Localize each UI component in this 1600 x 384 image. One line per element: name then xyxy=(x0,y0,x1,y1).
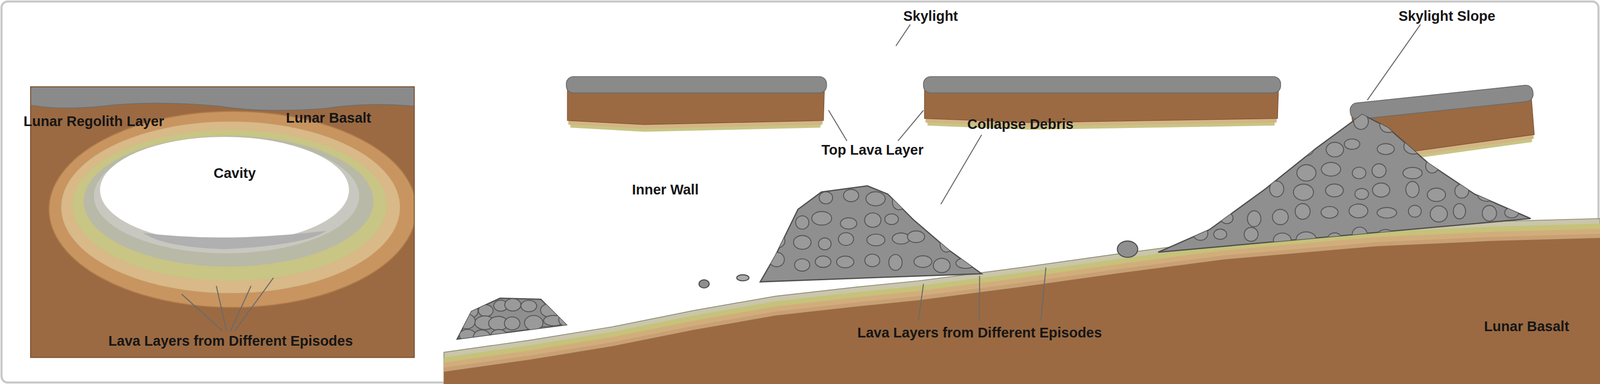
boulder xyxy=(699,279,710,288)
skylight-slope-mound xyxy=(1158,114,1531,253)
part-label: Skylight Slope xyxy=(1398,8,1496,25)
part-label: Skylight xyxy=(903,8,959,25)
collapse-debris-mound xyxy=(760,185,982,282)
debris-rocks xyxy=(458,113,1530,346)
part-label: Collapse Debris xyxy=(967,116,1074,133)
boulder xyxy=(736,274,750,282)
part-label: Inner Wall xyxy=(631,181,699,198)
part-label: Cavity xyxy=(213,165,256,182)
part-label: Lunar Basalt xyxy=(286,110,372,127)
part-label: Top Lava Layer xyxy=(821,142,924,159)
leader-lines xyxy=(181,24,1421,332)
part-label: Lunar Regolith Layer xyxy=(23,113,165,130)
part-label: Lava Layers from Different Episodes xyxy=(108,333,353,350)
ground-layers xyxy=(443,218,1600,384)
top-lava-slabs xyxy=(566,76,1539,165)
part-label: Lunar Basalt xyxy=(1484,318,1570,335)
boulder xyxy=(1117,240,1138,258)
part-label: Lava Layers from Different Episodes xyxy=(857,324,1102,341)
